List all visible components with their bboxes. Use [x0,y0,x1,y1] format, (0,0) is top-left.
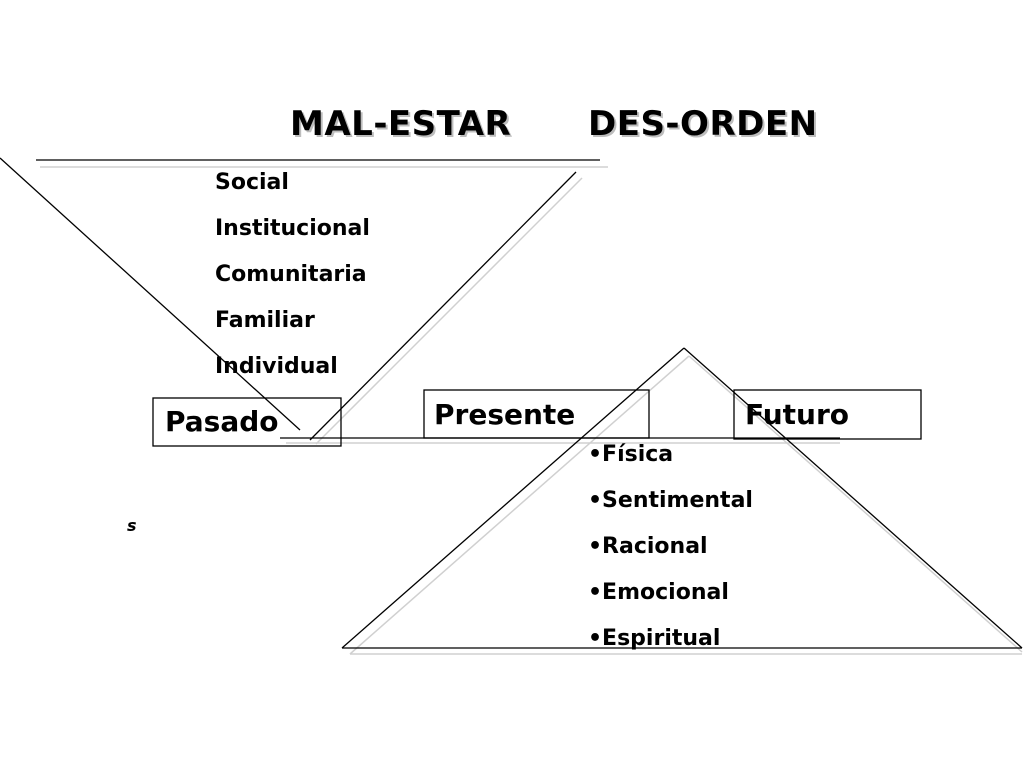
present-label: Presente [434,398,576,431]
list-item: •Sentimental [588,488,753,513]
list-item: Institucional [215,216,370,241]
list-item: •Física [588,442,674,467]
right-diagonal-line [309,171,577,441]
triangle-left-side [341,347,685,649]
aspects-list: •Física •Sentimental •Racional •Emociona… [588,443,753,673]
present-box [423,389,650,439]
list-item: Comunitaria [215,262,367,287]
list-item: Social [215,170,289,195]
stray-mark: s [127,516,137,535]
list-item: Familiar [215,308,315,333]
left-diagonal-line [0,157,301,431]
past-box [152,397,342,447]
dimensions-list: Social Institucional Comunitaria Familia… [215,171,370,401]
list-item: •Espiritual [588,626,721,651]
future-box [733,389,922,440]
malestar-heading: MAL-ESTAR [290,104,512,144]
list-item: •Racional [588,534,708,559]
past-label: Pasado [165,405,279,438]
triangle-right-side [683,347,1023,649]
desorden-heading: DES-ORDEN [588,104,818,144]
future-label: Futuro [745,398,850,431]
list-item: Individual [215,354,338,379]
list-item: •Emocional [588,580,729,605]
